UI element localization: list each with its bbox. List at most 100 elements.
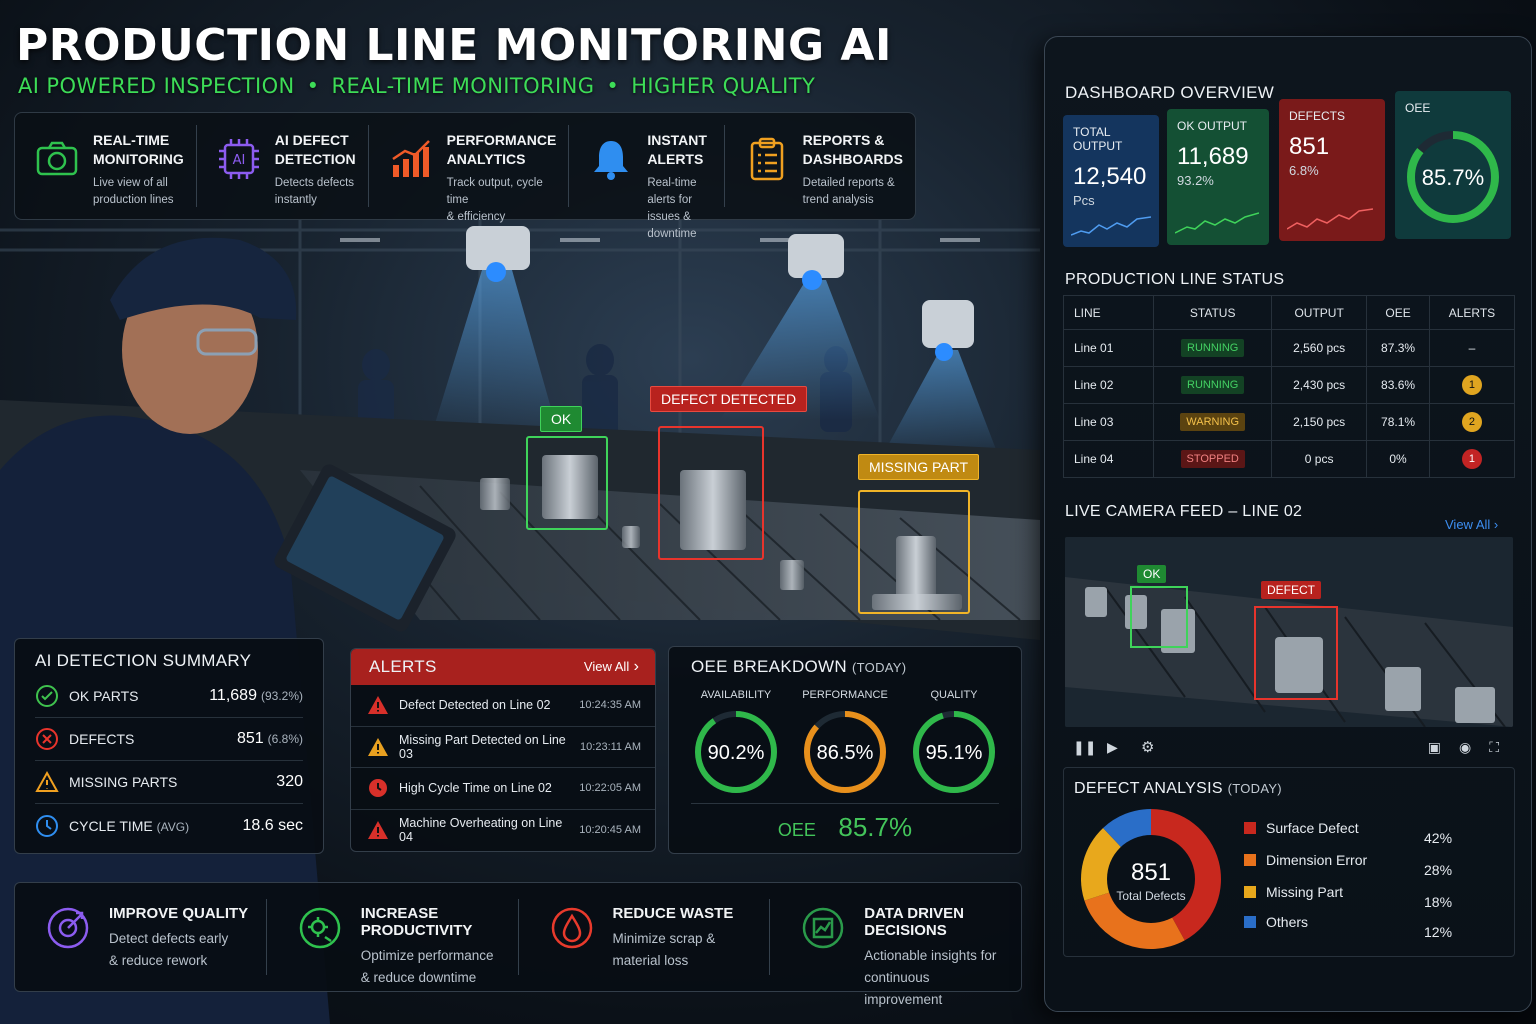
red-clock-icon xyxy=(369,779,387,798)
status-badge: RUNNING xyxy=(1181,376,1245,394)
table-row[interactable]: Line 01 RUNNING 2,560 pcs 87.3% – xyxy=(1062,329,1516,367)
legend-item: Others xyxy=(1244,914,1308,930)
alert-count-badge[interactable]: 1 xyxy=(1461,449,1482,469)
camera-feed-title: LIVE CAMERA FEED – LINE 02 xyxy=(1065,503,1303,520)
gauge-value: 95.1% xyxy=(926,742,983,764)
alert-count-badge[interactable]: 2 xyxy=(1461,412,1482,432)
factory-background xyxy=(0,220,1040,1024)
feature-desc: Real-time alerts for issues & downtime xyxy=(647,177,697,240)
column-header: ALERTS xyxy=(1428,295,1516,330)
donut-total-label: Total Defects xyxy=(1116,889,1185,903)
feature-instant-alerts[interactable]: INSTANT ALERTS Real-time alerts for issu… xyxy=(569,125,725,240)
legend-percent: 12% xyxy=(1424,924,1453,940)
alert-time: 10:24:35 AM xyxy=(579,699,641,712)
camera-view-all-link[interactable]: View All › xyxy=(1445,517,1498,532)
benefit-title: IMPROVE QUALITY xyxy=(109,905,249,922)
alert-count-badge[interactable]: 1 xyxy=(1461,375,1482,395)
summary-row-cycle-time: CYCLE TIME (AVG) 18.6 sec xyxy=(35,804,303,847)
alert-item[interactable]: High Cycle Time on Line 02 10:22:05 AM xyxy=(351,768,655,810)
line-output: 0 pcs xyxy=(1271,440,1368,478)
play-icon[interactable]: ▶ xyxy=(1107,738,1118,755)
alerts-view-all-link[interactable]: View All › xyxy=(584,658,639,676)
feature-desc: Live view of all production lines xyxy=(93,177,174,206)
pause-icon[interactable]: ❚❚ xyxy=(1073,738,1097,755)
kpi-sub: Pcs xyxy=(1073,193,1095,208)
alerts-panel: ALERTS View All › Defect Detected on Lin… xyxy=(350,648,656,852)
svg-text:AI: AI xyxy=(232,153,245,168)
subtitle-part-2: REAL-TIME MONITORING xyxy=(331,74,595,98)
table-row[interactable]: Line 03 WARNING 2,150 pcs 78.1% 2 xyxy=(1062,403,1516,441)
kpi-value: 11,689 xyxy=(1177,143,1249,170)
oee-title-text: OEE BREAKDOWN xyxy=(691,657,847,676)
legend-item: Dimension Error xyxy=(1244,852,1367,868)
ok-bounding-box xyxy=(526,436,608,530)
quality-target-icon xyxy=(47,907,89,949)
benefit-desc: Detect defects early & reduce rework xyxy=(109,931,229,968)
data-chart-icon xyxy=(803,907,844,949)
cycle-time-label-sub: (AVG) xyxy=(156,819,190,834)
gauge-label: AVAILABILITY xyxy=(700,689,772,701)
summary-label: CYCLE TIME (AVG) xyxy=(69,818,243,834)
camera-feed-view[interactable]: OK DEFECT xyxy=(1065,537,1513,727)
kpi-value: 851 xyxy=(1289,133,1330,160)
feature-title: PERFORMANCE ANALYTICS xyxy=(446,132,557,167)
alert-text: Machine Overheating on Line 04 xyxy=(399,816,563,845)
fullscreen-icon[interactable]: ⛶ xyxy=(1489,738,1499,755)
alert-text: High Cycle Time on Line 02 xyxy=(399,781,552,796)
column-header: OEE xyxy=(1366,295,1430,330)
oee-total-value: 85.7% xyxy=(838,812,913,842)
feature-desc: Track output, cycle time & efficiency xyxy=(446,177,543,223)
defect-analysis-title: DEFECT ANALYSIS (TODAY) xyxy=(1074,780,1282,798)
gauge-label: QUALITY xyxy=(930,689,978,701)
line-status-title: PRODUCTION LINE STATUS xyxy=(1065,271,1285,288)
alert-time: 10:23:11 AM xyxy=(580,740,641,753)
line-output: 2,560 pcs xyxy=(1271,329,1368,367)
benefit-desc: Actionable insights for continuous impro… xyxy=(864,948,997,1007)
feature-ai-defect-detection[interactable]: AI AI DEFECT DETECTION Detects defects i… xyxy=(197,125,369,207)
alert-item[interactable]: Missing Part Detected on Line 03 10:23:1… xyxy=(351,727,655,768)
feature-title: REPORTS & DASHBOARDS xyxy=(802,132,903,167)
benefit-increase-productivity: INCREASE PRODUCTIVITY Optimize performan… xyxy=(267,899,519,985)
feature-bar: REAL-TIME MONITORING Live view of all pr… xyxy=(14,112,916,240)
benefit-reduce-waste: REDUCE WASTE Minimize scrap & material l… xyxy=(519,899,771,975)
table-row[interactable]: Line 04 STOPPED 0 pcs 0% 1 xyxy=(1062,440,1516,478)
kpi-value: 12,540 xyxy=(1073,163,1147,190)
alert-item[interactable]: Machine Overheating on Line 04 10:20:45 … xyxy=(351,810,655,852)
defect-title-sub: (TODAY) xyxy=(1227,781,1282,796)
line-output: 2,150 pcs xyxy=(1271,403,1368,441)
settings-icon[interactable]: ⚙ xyxy=(1141,739,1155,756)
gauge-value: 90.2% xyxy=(708,742,765,764)
defect-title-text: DEFECT ANALYSIS xyxy=(1074,780,1223,797)
feature-real-time-monitoring[interactable]: REAL-TIME MONITORING Live view of all pr… xyxy=(15,125,197,207)
feature-desc: Detects defects instantly xyxy=(274,177,355,206)
status-badge: RUNNING xyxy=(1181,339,1245,357)
alert-item[interactable]: Defect Detected on Line 02 10:24:35 AM xyxy=(351,685,655,727)
defect-bounding-box xyxy=(658,426,764,560)
alert-text: Missing Part Detected on Line 03 xyxy=(399,732,566,761)
benefit-data-driven-decisions: DATA DRIVEN DECISIONS Actionable insight… xyxy=(770,899,1021,1007)
productivity-gear-icon xyxy=(299,907,340,949)
summary-sub: (93.2%) xyxy=(260,689,303,703)
summary-label: OK PARTS xyxy=(69,688,139,704)
line-name: Line 02 xyxy=(1062,366,1155,404)
feature-title: INSTANT ALERTS xyxy=(647,132,707,167)
ok-tag: OK xyxy=(540,406,583,432)
image-gallery-icon[interactable]: ▣ xyxy=(1427,738,1441,755)
kpi-ok-output: OK OUTPUT 11,689 93.2% xyxy=(1167,109,1269,245)
legend-label: Surface Defect xyxy=(1266,820,1359,836)
camera-defect-tag: DEFECT xyxy=(1261,581,1321,599)
snapshot-icon[interactable]: ◉ xyxy=(1458,738,1472,755)
feature-performance-analytics[interactable]: PERFORMANCE ANALYTICS Track output, cycl… xyxy=(369,125,570,223)
column-header: LINE xyxy=(1062,295,1155,330)
feature-reports-dashboards[interactable]: REPORTS & DASHBOARDS Detailed reports & … xyxy=(725,125,915,207)
kpi-label: DEFECTS xyxy=(1289,109,1346,123)
benefits-bar: IMPROVE QUALITY Detect defects early & r… xyxy=(14,882,1022,1007)
line-output: 2,430 pcs xyxy=(1271,366,1368,404)
feature-desc: Detailed reports & trend analysis xyxy=(802,177,895,206)
donut-total: 851 xyxy=(1131,859,1171,886)
column-header: STATUS xyxy=(1153,295,1273,330)
sparkline-icon xyxy=(1071,216,1151,236)
kpi-defects: DEFECTS 851 6.8% xyxy=(1279,99,1385,241)
table-row[interactable]: Line 02 RUNNING 2,430 pcs 83.6% 1 xyxy=(1062,366,1516,404)
line-status-table: LINE STATUS OUTPUT OEE ALERTS Line 01 RU… xyxy=(1062,295,1516,478)
